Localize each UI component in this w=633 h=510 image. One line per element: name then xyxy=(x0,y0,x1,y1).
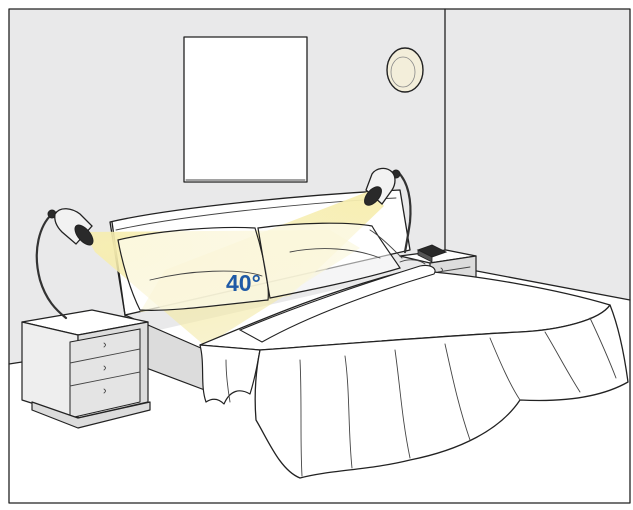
picture-frame-icon xyxy=(184,37,307,182)
angle-label: 40° xyxy=(226,270,261,296)
pillow-left xyxy=(118,228,268,311)
wall-clock-icon xyxy=(387,48,423,92)
left-nightstand xyxy=(22,310,150,428)
